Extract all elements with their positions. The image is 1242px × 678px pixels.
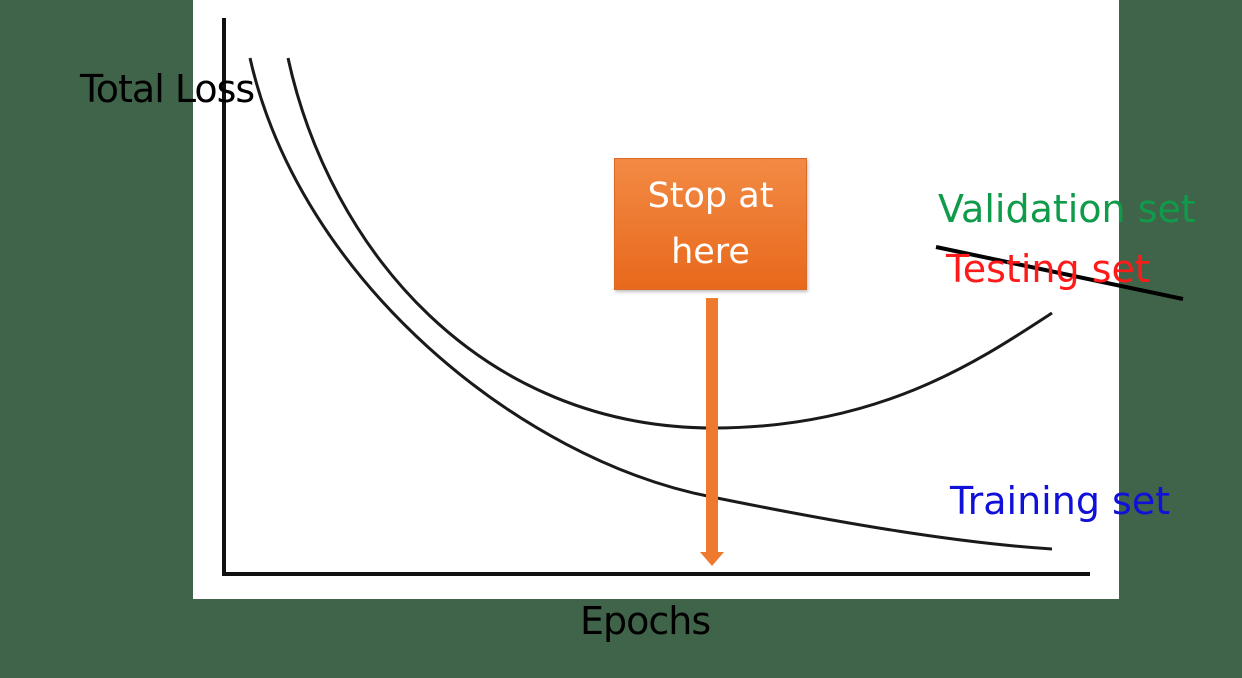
stop-arrow-head	[700, 552, 724, 566]
validation-curve	[286, 57, 1053, 430]
training-set-label: Training set	[950, 479, 1171, 523]
testing-set-label: Testing set	[946, 247, 1150, 291]
y-axis-label: Total Loss	[80, 67, 255, 111]
x-axis-label: Epochs	[580, 599, 711, 643]
stop-callout-text: Stop at here	[647, 176, 774, 272]
testing-strikethrough	[935, 245, 1184, 301]
validation-set-label: Validation set	[938, 187, 1196, 231]
diagram-panel	[193, 0, 1119, 599]
stop-callout-box: Stop at here	[614, 158, 807, 290]
stop-arrow-shaft	[706, 298, 718, 552]
training-curve	[248, 57, 1053, 551]
